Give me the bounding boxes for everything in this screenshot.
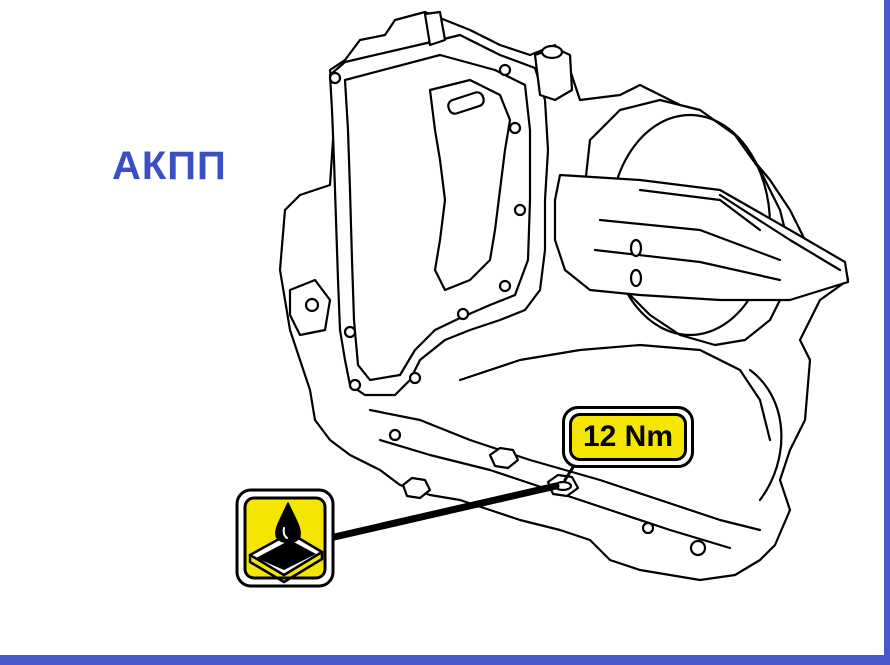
- left-mount-hole: [304, 297, 320, 313]
- cover-bolts: [328, 63, 527, 392]
- rear-mount-hole-1: [641, 521, 655, 535]
- torque-spec-badge: 12 Nm: [562, 406, 694, 468]
- shaft-ridge-1: [638, 188, 762, 232]
- cover-slot: [447, 91, 485, 115]
- oil-leader-line: [326, 482, 560, 542]
- drain-plug-bolt-icon: [546, 473, 580, 498]
- pan-bolts: [401, 446, 520, 500]
- torque-spec-label: 12 Nm: [569, 413, 687, 461]
- output-shaft-boss: [553, 173, 850, 302]
- frame-bottom-bar: [0, 655, 890, 665]
- shaft-edge: [718, 193, 842, 272]
- frame-right-bar: [884, 0, 890, 665]
- page-title: АКПП: [112, 144, 227, 188]
- cover-rib: [428, 78, 512, 292]
- rear-mount-hole-2: [689, 539, 707, 557]
- shaft-ports: [629, 238, 643, 288]
- valve-cover-plate: [328, 33, 550, 397]
- oil-drain-icon: [235, 488, 335, 588]
- top-fitting-cap: [540, 44, 564, 60]
- case-cable: [748, 368, 783, 502]
- oil-pan: [368, 408, 762, 532]
- shaft-ridge-3: [593, 248, 782, 282]
- shaft-ridge-2: [598, 218, 782, 262]
- valve-cover-inner: [343, 53, 532, 382]
- front-mount-hole: [388, 428, 402, 442]
- case-contour: [458, 343, 772, 442]
- top-fitting-left: [423, 10, 447, 47]
